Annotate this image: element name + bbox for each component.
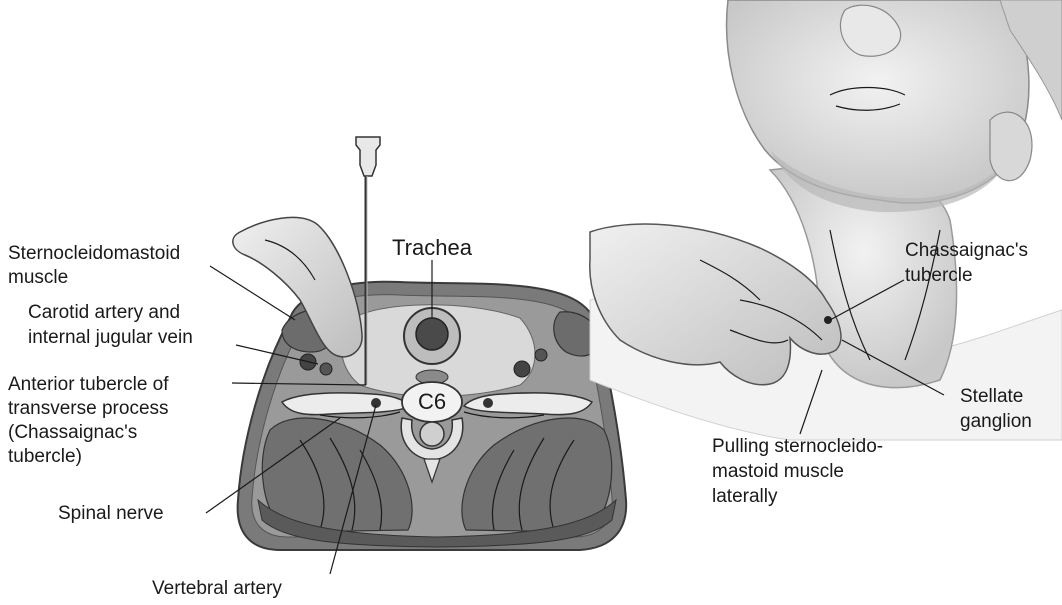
patient-head-neck — [590, 0, 1062, 440]
transverse-process-left — [282, 393, 410, 415]
label-pulling-line2: mastoid muscle — [712, 461, 844, 482]
label-anterior-line2: transverse process — [8, 398, 169, 419]
label-pulling-line3: laterally — [712, 486, 778, 507]
spinal-cord — [420, 422, 444, 446]
label-trachea: Trachea — [392, 235, 473, 260]
neck-cross-section: C6 — [238, 282, 627, 550]
patient-ear — [990, 112, 1032, 181]
label-anterior-line4: tubercle) — [8, 446, 82, 467]
label-chassaignac-line1: Chassaignac's — [905, 240, 1028, 261]
jugular-left — [320, 363, 332, 375]
label-pulling-line1: Pulling sternocleido- — [712, 436, 883, 457]
carotid-right — [514, 361, 530, 377]
label-carotid: Carotid artery and internal jugular vein — [28, 302, 193, 348]
label-chassaignac-line2: tubercle — [905, 265, 973, 286]
needle-hub — [356, 137, 380, 176]
label-anterior-tubercle: Anterior tubercle of transverse process … — [8, 374, 174, 467]
label-stellate-line2: ganglion — [960, 411, 1032, 432]
label-stellate-line1: Stellate — [960, 386, 1023, 407]
label-carotid-line1: Carotid artery and — [28, 302, 180, 323]
label-sternocleidomastoid-line2: muscle — [8, 267, 68, 288]
label-sternocleidomastoid: Sternocleidomastoid muscle — [8, 243, 185, 288]
jugular-right — [535, 349, 547, 361]
trachea-lumen — [416, 318, 448, 350]
label-vertebral-artery: Vertebral artery — [152, 578, 282, 599]
label-anterior-line3: (Chassaignac's — [8, 422, 137, 443]
label-pulling: Pulling sternocleido- mastoid muscle lat… — [712, 436, 888, 507]
c6-label: C6 — [418, 389, 446, 414]
label-anterior-line1: Anterior tubercle of — [8, 374, 169, 395]
label-carotid-line2: internal jugular vein — [28, 327, 193, 348]
label-sternocleidomastoid-line1: Sternocleidomastoid — [8, 243, 180, 264]
vertebral-artery-right — [483, 398, 493, 408]
label-spinal-nerve: Spinal nerve — [58, 503, 164, 524]
